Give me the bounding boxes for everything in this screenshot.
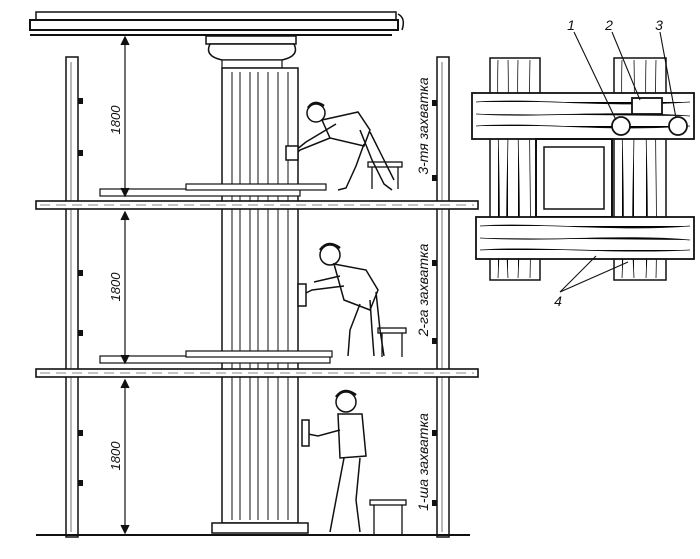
- stage-label-second: 2-га захватка: [415, 243, 431, 337]
- column: [205, 35, 309, 534]
- detail-inset: [471, 31, 695, 293]
- ceiling-cornice: [29, 11, 405, 36]
- worker-upper-figure: [285, 101, 395, 191]
- detail-bolt-3: [668, 116, 688, 136]
- dimension-line-3: [120, 378, 130, 535]
- worker-lower-figure: [301, 389, 367, 533]
- dimension-line-2: [120, 210, 130, 365]
- scaffold-post-right: [432, 56, 450, 538]
- callout-2: 2: [604, 17, 613, 33]
- dimension-label-level2: 1800: [108, 272, 123, 302]
- dimension-line-1: [120, 35, 130, 198]
- callout-3: 3: [655, 17, 663, 33]
- worker-middle-figure: [297, 242, 385, 357]
- callout-1: 1: [567, 17, 575, 33]
- detail-ledger-lower: [475, 216, 695, 260]
- stage-label-third: 3-тя захватка: [415, 77, 431, 175]
- bench-lower: [369, 499, 407, 534]
- scaffold-post-left: [65, 56, 83, 538]
- callout-4: 4: [554, 293, 562, 309]
- platform-upper: [35, 183, 479, 210]
- dimension-label-level3: 1800: [108, 105, 123, 135]
- detail-plate-2: [631, 97, 663, 115]
- dimension-label-level1: 1800: [108, 441, 123, 471]
- detail-bolt-1: [611, 116, 631, 136]
- platform-middle: [35, 350, 479, 378]
- stage-label-first: 1-ша захватка: [415, 413, 431, 511]
- bench-upper: [367, 161, 403, 189]
